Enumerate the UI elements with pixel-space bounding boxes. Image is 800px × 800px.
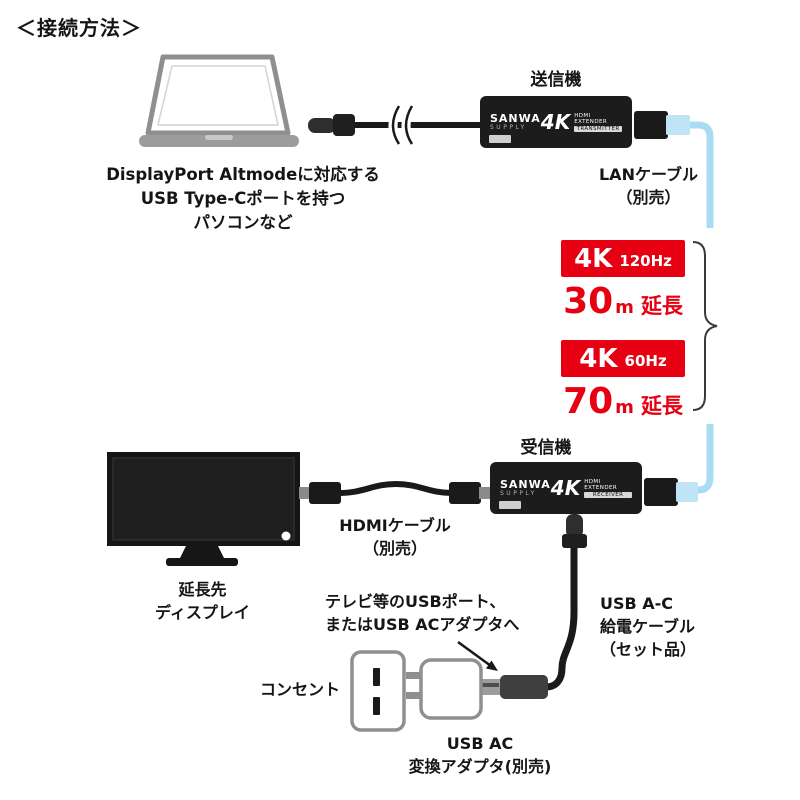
- cable-break-icon: [388, 103, 416, 147]
- device-model-line1: HDMI EXTENDER: [574, 112, 608, 125]
- hdmi-cable-label: HDMIケーブル （別売）: [320, 514, 470, 560]
- spec-distance-70m: 70 m 延長: [561, 380, 685, 422]
- transmitter-device: SANWA SUPPLY 4K HDMI EXTENDER TRANSMITTE…: [480, 96, 632, 148]
- device-model-line2: RECEIVER: [584, 491, 632, 498]
- usbc-cable-icon: [308, 103, 480, 147]
- device-label-tag: [499, 501, 521, 509]
- brand-logo: SANWA SUPPLY: [500, 477, 551, 498]
- callout-brace-icon: [692, 241, 718, 411]
- laptop-caption-line3: パソコンなど: [193, 212, 293, 232]
- laptop-caption-line2: USB Type-Cポートを持つ: [140, 188, 346, 208]
- ac-adapter-label-line2: 変換アダプタ(別売): [408, 757, 552, 777]
- power-cable-icon: [478, 514, 587, 699]
- power-cable-label-line1: USB A-C: [600, 594, 674, 613]
- hdmi-connector-left-icon: [299, 482, 341, 504]
- brand-logo: SANWA SUPPLY: [490, 111, 541, 132]
- spec-refresh: 60Hz: [624, 351, 667, 370]
- note-arrow-icon: [457, 640, 498, 671]
- power-cable-label-line2: 給電ケーブル: [600, 617, 696, 637]
- power-cable-label: USB A-C 給電ケーブル （セット品）: [600, 592, 696, 662]
- lan-cable-label-line1: LANケーブル: [598, 165, 698, 184]
- outlet-label: コンセント: [259, 680, 340, 699]
- spec-badge-120hz: 4K 120Hz: [561, 240, 685, 277]
- receiver-device: SANWA SUPPLY 4K HDMI EXTENDER RECEIVER: [490, 462, 642, 514]
- display-icon: [107, 452, 300, 566]
- usbc-plug-icon: [308, 118, 336, 133]
- spec-distance-value: 30: [563, 281, 614, 322]
- display-label-line1: 延長先: [178, 580, 227, 599]
- device-4k-mark: 4K: [550, 476, 581, 500]
- usbc-power-plug-icon: [562, 514, 587, 548]
- transmitter-label: 送信機: [530, 70, 582, 90]
- spec-distance-unit: m: [615, 397, 634, 418]
- display-label: 延長先 ディスプレイ: [110, 578, 295, 624]
- spec-distance-suffix: 延長: [640, 294, 683, 318]
- usba-plug-icon: [478, 675, 548, 699]
- spec-badge-60hz: 4K 60Hz: [561, 340, 685, 377]
- brand-bottom: SUPPLY: [500, 489, 537, 497]
- hdmi-cable-label-line1: HDMIケーブル: [339, 516, 451, 535]
- ac-adapter-label-line1: USB AC: [446, 734, 514, 753]
- ac-adapter-icon: [406, 658, 483, 720]
- hdmi-connector-right-icon: [449, 482, 491, 504]
- usb-port-note-line2: またはUSB ACアダプタへ: [325, 615, 520, 635]
- hdmi-cable-icon: [299, 480, 491, 504]
- brand-top: SANWA: [490, 111, 541, 125]
- spec-distance-suffix: 延長: [640, 394, 683, 418]
- power-led-icon: [281, 531, 291, 541]
- lan-cable-label: LANケーブル （別売）: [566, 163, 731, 209]
- lan-cable-label-line2: （別売）: [616, 188, 681, 208]
- display-label-line2: ディスプレイ: [155, 603, 250, 623]
- device-model-line1: HDMI EXTENDER: [584, 478, 618, 491]
- brand-top: SANWA: [500, 477, 551, 491]
- ac-adapter-label: USB AC 変換アダプタ(別売): [380, 732, 580, 778]
- receiver-label: 受信機: [520, 438, 572, 458]
- laptop-caption-line1: DisplayPort Altmodeに対応する: [106, 165, 380, 184]
- laptop-icon: [139, 54, 299, 147]
- hdmi-cable-label-line2: （別売）: [362, 539, 427, 559]
- usb-port-note-line1: テレビ等のUSBポート、: [325, 592, 506, 611]
- rj45-connector-receiver-icon: [644, 478, 698, 506]
- spec-distance-unit: m: [615, 297, 634, 318]
- spec-refresh: 120Hz: [619, 251, 672, 270]
- spec-distance-30m: 30 m 延長: [561, 280, 685, 322]
- device-label-tag: [489, 135, 511, 143]
- usb-port-note: テレビ等のUSBポート、 またはUSB ACアダプタへ: [325, 590, 519, 636]
- spec-resolution: 4K: [574, 243, 613, 274]
- brand-bottom: SUPPLY: [490, 123, 527, 131]
- spec-distance-value: 70: [563, 381, 614, 422]
- rj45-connector-transmitter-icon: [634, 111, 690, 139]
- device-4k-mark: 4K: [540, 110, 571, 134]
- outlet-icon: [350, 650, 406, 732]
- spec-resolution: 4K: [579, 343, 618, 374]
- device-model-line2: TRANSMITTER: [574, 125, 622, 132]
- laptop-caption: DisplayPort Altmodeに対応する USB Type-Cポートを持…: [60, 163, 426, 235]
- spec-callout: 4K 120Hz 30 m 延長 4K 60Hz 70 m 延長: [545, 228, 723, 424]
- power-cable-label-line3: （セット品）: [600, 640, 697, 660]
- page-title: ＜接続方法＞: [16, 16, 142, 40]
